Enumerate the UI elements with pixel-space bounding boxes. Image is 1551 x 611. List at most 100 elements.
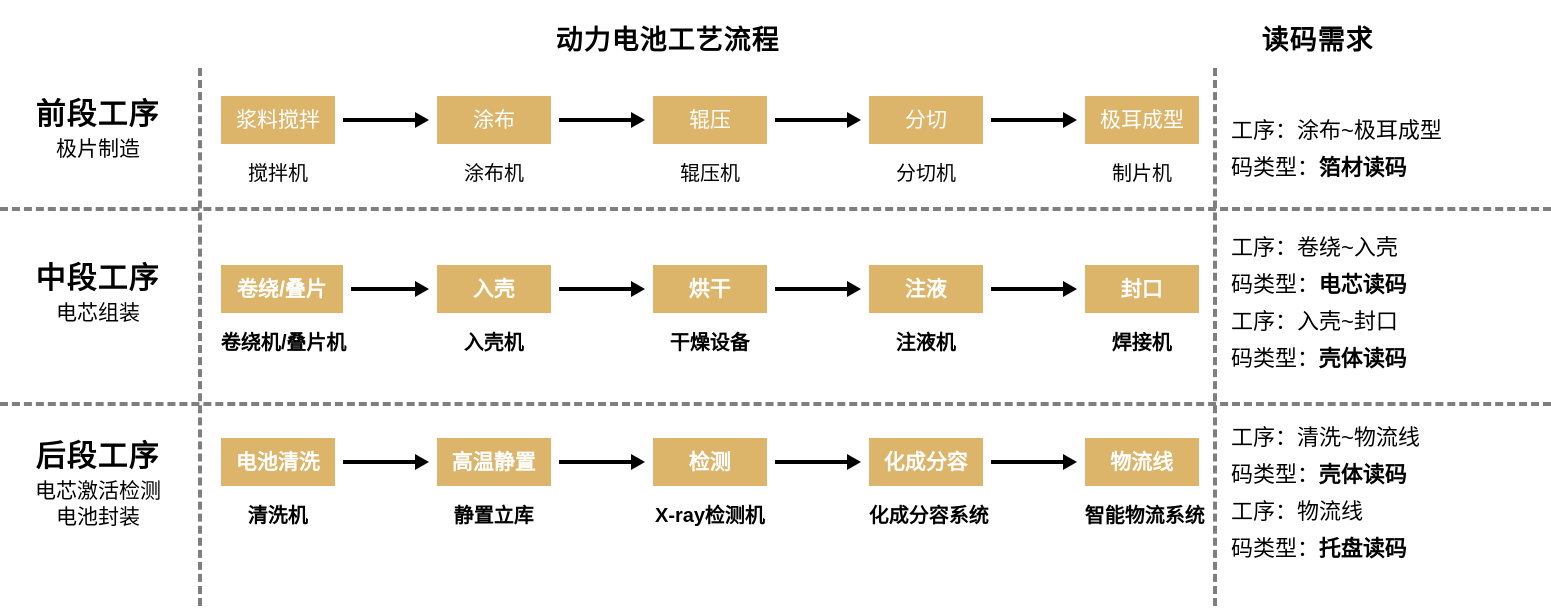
requirement-process-prefix: 工序： [1231,498,1298,524]
requirement-process-value: 清洗~物流线 [1297,425,1420,450]
stage-subtitle: 极片制造 [56,137,140,161]
requirement-group-front: 工序：涂布~极耳成型 码类型：箔材读码 [1231,113,1541,187]
flow-node[interactable]: 卷绕/叠片 卷绕机/叠片机 [221,265,347,354]
flow-node-box: 卷绕/叠片 [221,265,343,313]
flow-node-box: 分切 [869,96,983,144]
flow-node-box: 化成分容 [869,438,983,486]
flow-node[interactable]: 注液 注液机 [869,265,983,354]
flow-row-back: 电池清洗 清洗机 高温静置 静置立库 检测 X-ray检测机 化成分容 化成分容… [212,438,1205,538]
flow-node-label: 搅拌机 [248,163,308,185]
flow-node[interactable]: 电池清洗 清洗机 [221,438,335,527]
flow-node-label: 注液机 [896,332,956,354]
requirement-code-prefix: 码类型： [1231,535,1320,561]
flow-node-label: X-ray检测机 [654,505,766,527]
flow-arrow [991,112,1077,128]
requirement-process-value: 卷绕~入壳 [1297,235,1398,260]
stage-title: 前段工序 [36,98,160,131]
flow-arrow [775,454,861,470]
flow-node-box: 涂布 [437,96,551,144]
flow-node[interactable]: 物流线 智能物流系统 [1085,438,1205,527]
requirement-process: 工序：卷绕~入壳 [1231,230,1541,267]
stage-label-front: 前段工序 极片制造 [0,98,196,163]
requirement-process-prefix: 工序： [1231,425,1298,450]
flow-node[interactable]: 极耳成型 制片机 [1085,96,1199,185]
flow-node-label: 干燥设备 [670,332,750,354]
flow-arrow [559,281,645,297]
flow-arrow [343,112,429,128]
flow-node[interactable]: 封口 焊接机 [1085,265,1199,354]
flow-node[interactable]: 高温静置 静置立库 [437,438,551,527]
flow-node-box: 注液 [869,265,983,313]
flow-node-box: 极耳成型 [1085,96,1199,144]
flow-node-box: 高温静置 [437,438,551,486]
requirement-code: 码类型：壳体读码 [1231,457,1541,494]
vertical-divider-left [198,68,202,606]
flow-node[interactable]: 检测 X-ray检测机 [653,438,767,527]
stage-label-back: 后段工序 电芯激活检测 电池封装 [0,440,196,531]
flow-node[interactable]: 分切 分切机 [869,96,983,185]
flow-node[interactable]: 浆料搅拌 搅拌机 [221,96,335,185]
requirement-code-value: 箔材读码 [1319,154,1408,180]
flow-node-label: 入壳机 [464,332,524,354]
horizontal-divider-2 [0,402,1551,406]
flow-node-label: 卷绕机/叠片机 [221,332,347,354]
requirement-process: 工序：物流线 [1231,494,1541,531]
flow-node-box: 物流线 [1085,438,1199,486]
requirement-process-value: 入壳~封口 [1297,308,1398,334]
requirement-process-prefix: 工序： [1231,235,1298,260]
flow-node-label: 清洗机 [248,505,308,527]
flow-node-box: 浆料搅拌 [221,96,335,144]
flow-arrow [559,112,645,128]
flow-node[interactable]: 烘干 干燥设备 [653,265,767,354]
flow-node-label: 焊接机 [1112,332,1172,354]
stage-title: 后段工序 [36,440,160,473]
flow-node-box: 入壳 [437,265,551,313]
flow-node-box: 电池清洗 [221,438,335,486]
requirement-code-value: 壳体读码 [1319,345,1408,371]
flow-arrow [343,454,429,470]
requirement-process: 工序：涂布~极耳成型 [1231,113,1541,150]
stage-subtitle: 电芯组装 [56,301,140,325]
flow-node-label: 分切机 [896,163,956,185]
flow-node-label: 静置立库 [454,505,534,527]
requirement-process: 工序：清洗~物流线 [1231,420,1541,457]
flow-node-box: 烘干 [653,265,767,313]
flow-arrow [991,454,1077,470]
requirement-process-prefix: 工序： [1231,308,1298,334]
flow-node[interactable]: 化成分容 化成分容系统 [869,438,989,527]
page-title: 动力电池工艺流程 [556,25,780,55]
flow-node[interactable]: 入壳 入壳机 [437,265,551,354]
flow-node[interactable]: 辊压 辊压机 [653,96,767,185]
flow-node-box: 辊压 [653,96,767,144]
requirement-column-title: 读码需求 [1262,25,1374,55]
requirement-group-back: 工序：清洗~物流线 码类型：壳体读码 工序：物流线 码类型：托盘读码 [1231,420,1541,568]
requirement-code: 码类型：电芯读码 [1231,267,1541,304]
requirement-process: 工序：入壳~封口 [1231,304,1541,341]
flow-node[interactable]: 涂布 涂布机 [437,96,551,185]
flow-node-label: 涂布机 [464,163,524,185]
requirement-code-value: 壳体读码 [1319,461,1408,487]
flow-node-box: 封口 [1085,265,1199,313]
requirement-code-value: 电芯读码 [1319,271,1408,297]
flow-node-label: 化成分容系统 [869,505,989,527]
flow-node-label: 智能物流系统 [1085,505,1205,527]
requirement-code: 码类型：箔材读码 [1231,150,1541,187]
requirement-group-middle: 工序：卷绕~入壳 码类型：电芯读码 工序：入壳~封口 码类型：壳体读码 [1231,230,1541,378]
requirement-process-value: 涂布~极耳成型 [1297,118,1442,143]
requirement-code: 码类型：壳体读码 [1231,341,1541,378]
requirement-process-prefix: 工序： [1231,118,1298,143]
flow-row-middle: 卷绕/叠片 卷绕机/叠片机 入壳 入壳机 烘干 干燥设备 注液 注液机 封口 [212,265,1199,365]
flow-arrow [351,281,429,297]
requirement-code-prefix: 码类型： [1231,461,1320,487]
requirement-code-value: 托盘读码 [1319,535,1408,561]
requirement-code-prefix: 码类型： [1231,345,1320,371]
flow-node-label: 辊压机 [680,163,740,185]
horizontal-divider-1 [0,207,1551,211]
flow-arrow [775,281,861,297]
flow-node-box: 检测 [653,438,767,486]
flow-node-label: 制片机 [1112,163,1172,185]
flow-row-front: 浆料搅拌 搅拌机 涂布 涂布机 辊压 辊压机 分切 分切机 极耳成型 [212,96,1199,196]
stage-title: 中段工序 [36,262,160,295]
requirement-process-value: 物流线 [1297,498,1364,524]
